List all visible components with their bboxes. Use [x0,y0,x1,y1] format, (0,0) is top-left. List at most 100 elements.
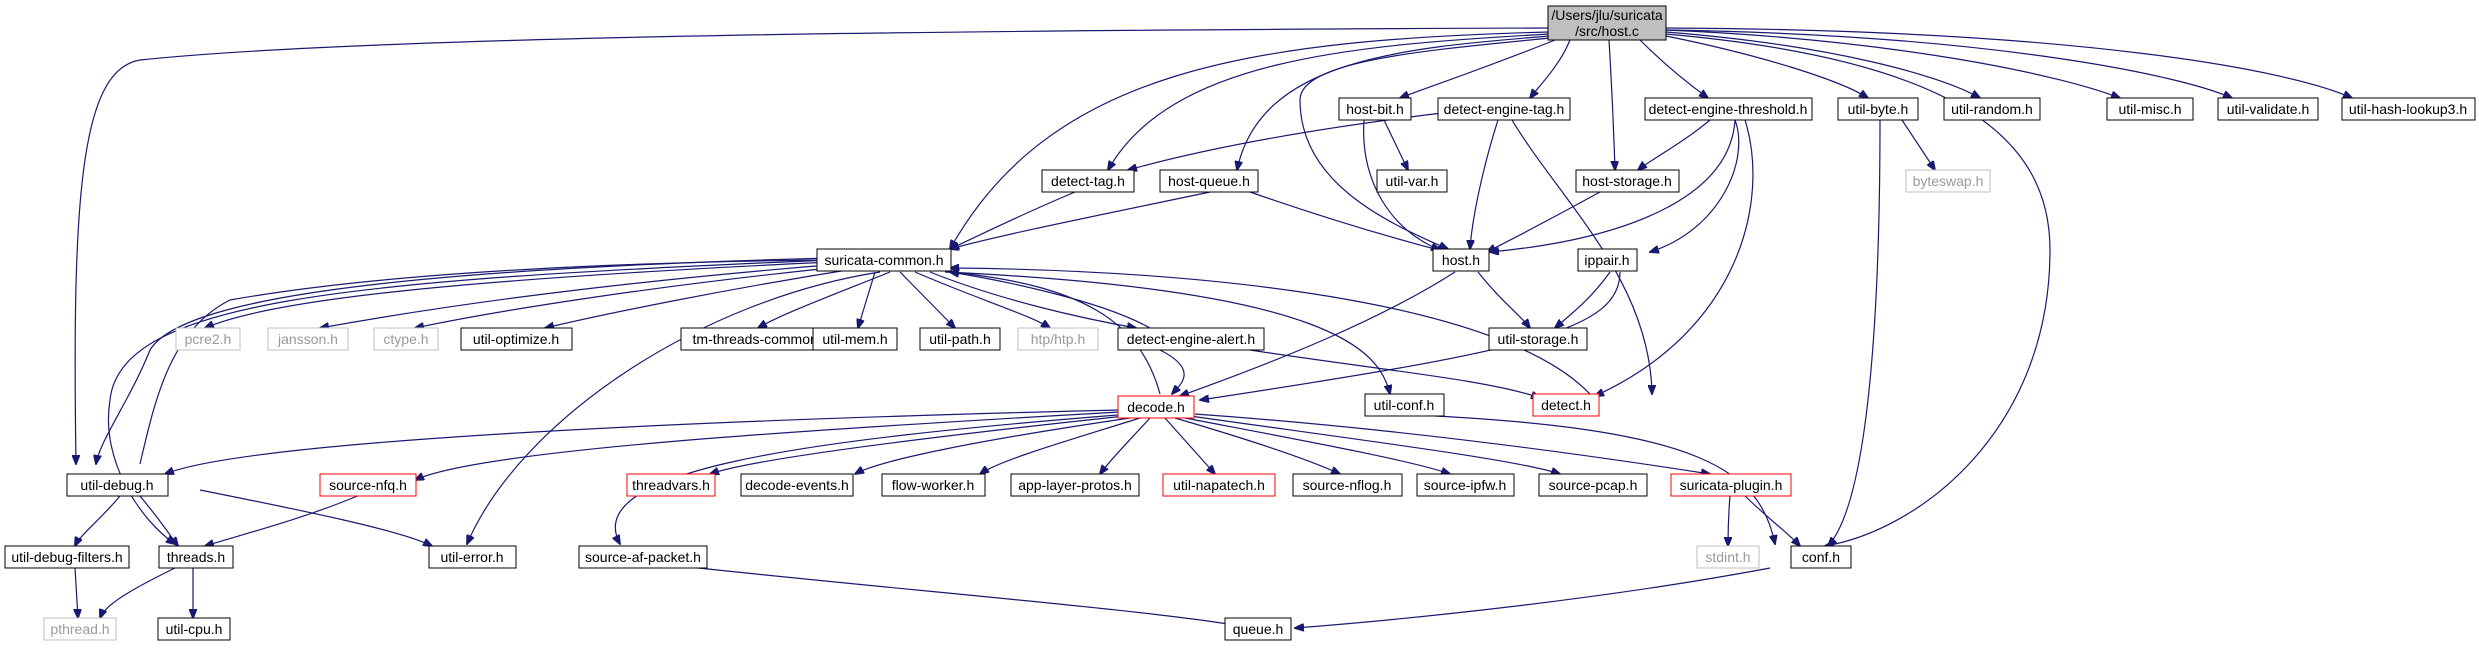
edge-suricata-common-util-debug [96,257,831,464]
edge-util-debug-filters-pthread [75,567,78,618]
node-source-pcap[interactable]: source-pcap.h [1538,473,1648,497]
edge-root-host-storage [1608,39,1615,170]
node-label: util-debug-filters.h [11,549,122,565]
node-label: pthread.h [50,621,109,637]
node-host-queue[interactable]: host-queue.h [1159,169,1259,193]
node-pthread[interactable]: pthread.h [43,617,117,641]
node-label: util-optimize.h [473,331,559,347]
node-util-error[interactable]: util-error.h [428,545,517,569]
node-label: pcre2.h [185,331,232,347]
node-host-bit[interactable]: host-bit.h [1338,97,1412,121]
node-label: util-path.h [929,331,990,347]
node-threadvars[interactable]: threadvars.h [626,473,716,497]
node-label: detect.h [1541,397,1591,413]
node-util-var[interactable]: util-var.h [1376,169,1448,193]
node-detect-engine-alert[interactable]: detect-engine-alert.h [1117,327,1265,351]
node-label: flow-worker.h [892,477,974,493]
edge-decode-flow-worker [980,417,1141,474]
edge-suricata-common-util-path [899,271,955,328]
node-detect-engine-tag[interactable]: detect-engine-tag.h [1437,97,1571,121]
node-conf[interactable]: conf.h [1790,545,1852,569]
edge-detect-tag-suricata-common [950,191,1076,249]
node-util-conf[interactable]: util-conf.h [1364,393,1445,417]
node-util-random[interactable]: util-random.h [1943,97,2041,121]
node-byteswap[interactable]: byteswap.h [1905,169,1991,193]
node-suricata-plugin[interactable]: suricata-plugin.h [1670,473,1792,497]
edge-source-nfq-threads [205,494,361,546]
node-util-hash-lookup3[interactable]: util-hash-lookup3.h [2341,97,2476,121]
node-label: util-mem.h [822,331,887,347]
edge-decode-source-pcap [1189,415,1560,474]
edge-threads-pthread [100,567,176,618]
edge-host-decode [1180,271,1456,396]
node-app-layer-protos[interactable]: app-layer-protos.h [1010,473,1140,497]
node-decode[interactable]: decode.h [1117,395,1195,419]
node-label: util-byte.h [1848,101,1909,117]
edge-suricata-common-ctype [415,265,851,328]
edge-decode-source-nflog [1174,417,1340,474]
node-queue[interactable]: queue.h [1224,617,1292,641]
node-label: host-storage.h [1582,173,1672,189]
node-util-byte[interactable]: util-byte.h [1837,97,1919,121]
node-root-host-c[interactable]: /Users/jlu/suricata /src/host.c [1547,5,1667,41]
edge-util-debug-util-debug-filters [75,495,121,546]
node-util-debug-filters[interactable]: util-debug-filters.h [4,545,130,569]
edge-suricata-common-detect-engine-alert [929,271,1136,328]
edge-detect-engine-threshold-host-storage [1638,119,1711,170]
edge-root-detect-tag [1108,33,1551,170]
edge-detect-engine-alert-decode [1159,349,1185,394]
node-label: util-random.h [1951,101,2033,117]
node-util-validate[interactable]: util-validate.h [2217,97,2319,121]
edge-decode-util-debug [165,409,1121,474]
node-pcre2[interactable]: pcre2.h [175,327,241,351]
node-ippair[interactable]: ippair.h [1577,248,1638,272]
edge-source-af-packet-queue [679,565,1240,626]
node-label: host-queue.h [1168,173,1250,189]
node-jansson[interactable]: jansson.h [267,327,349,351]
node-label: util-storage.h [1498,331,1579,347]
node-source-af-packet[interactable]: source-af-packet.h [578,545,708,569]
node-decode-events[interactable]: decode-events.h [740,473,854,497]
node-source-ipfw[interactable]: source-ipfw.h [1416,473,1515,497]
node-stdint[interactable]: stdint.h [1696,545,1760,569]
node-source-nfq[interactable]: source-nfq.h [319,473,417,497]
node-util-mem[interactable]: util-mem.h [812,327,898,351]
node-util-misc[interactable]: util-misc.h [2106,97,2194,121]
node-util-debug[interactable]: util-debug.h [66,473,169,497]
node-htp[interactable]: htp/htp.h [1017,327,1099,351]
node-ctype[interactable]: ctype.h [373,327,439,351]
edge-host-util-storage [1477,271,1530,328]
node-util-path[interactable]: util-path.h [919,327,1001,351]
node-detect-engine-threshold[interactable]: detect-engine-threshold.h [1644,97,1813,121]
edge-suricata-common-util-error [467,271,881,544]
node-detect[interactable]: detect.h [1532,393,1600,417]
edge-root-util-debug [75,27,1549,464]
edge-detect-engine-tag-detect [1511,119,1652,394]
node-util-cpu[interactable]: util-cpu.h [157,617,231,641]
include-nodes: /Users/jlu/suricata /src/host.c host-bit… [4,5,2476,641]
node-host-storage[interactable]: host-storage.h [1575,169,1680,193]
node-label: ctype.h [383,331,428,347]
node-util-napatech[interactable]: util-napatech.h [1162,473,1276,497]
node-source-nflog[interactable]: source-nflog.h [1292,473,1403,497]
node-host[interactable]: host.h [1432,248,1490,272]
node-label: byteswap.h [1913,173,1984,189]
edge-decode-decode-events [855,417,1131,474]
edge-conf-queue [1295,567,1771,628]
node-label: app-layer-protos.h [1018,477,1132,493]
node-label: host.h [1442,252,1480,268]
node-util-storage[interactable]: util-storage.h [1488,327,1588,351]
node-util-optimize[interactable]: util-optimize.h [460,327,573,351]
edge-root-util-byte [1665,35,1868,98]
edge-decode-suricata-plugin [1194,413,1710,474]
edge-util-debug-threads [139,495,178,546]
edge-util-byte-stdint [1828,119,1881,546]
node-flow-worker[interactable]: flow-worker.h [881,473,986,497]
node-suricata-common[interactable]: suricata-common.h [816,248,952,272]
node-threads[interactable]: threads.h [158,545,234,569]
node-label: decode.h [1127,399,1185,415]
edge-suricata-common-pcre2 [205,261,831,328]
edge-suricata-common-util-mem [858,271,876,328]
node-detect-tag[interactable]: detect-tag.h [1041,169,1135,193]
node-label: decode-events.h [745,477,849,493]
